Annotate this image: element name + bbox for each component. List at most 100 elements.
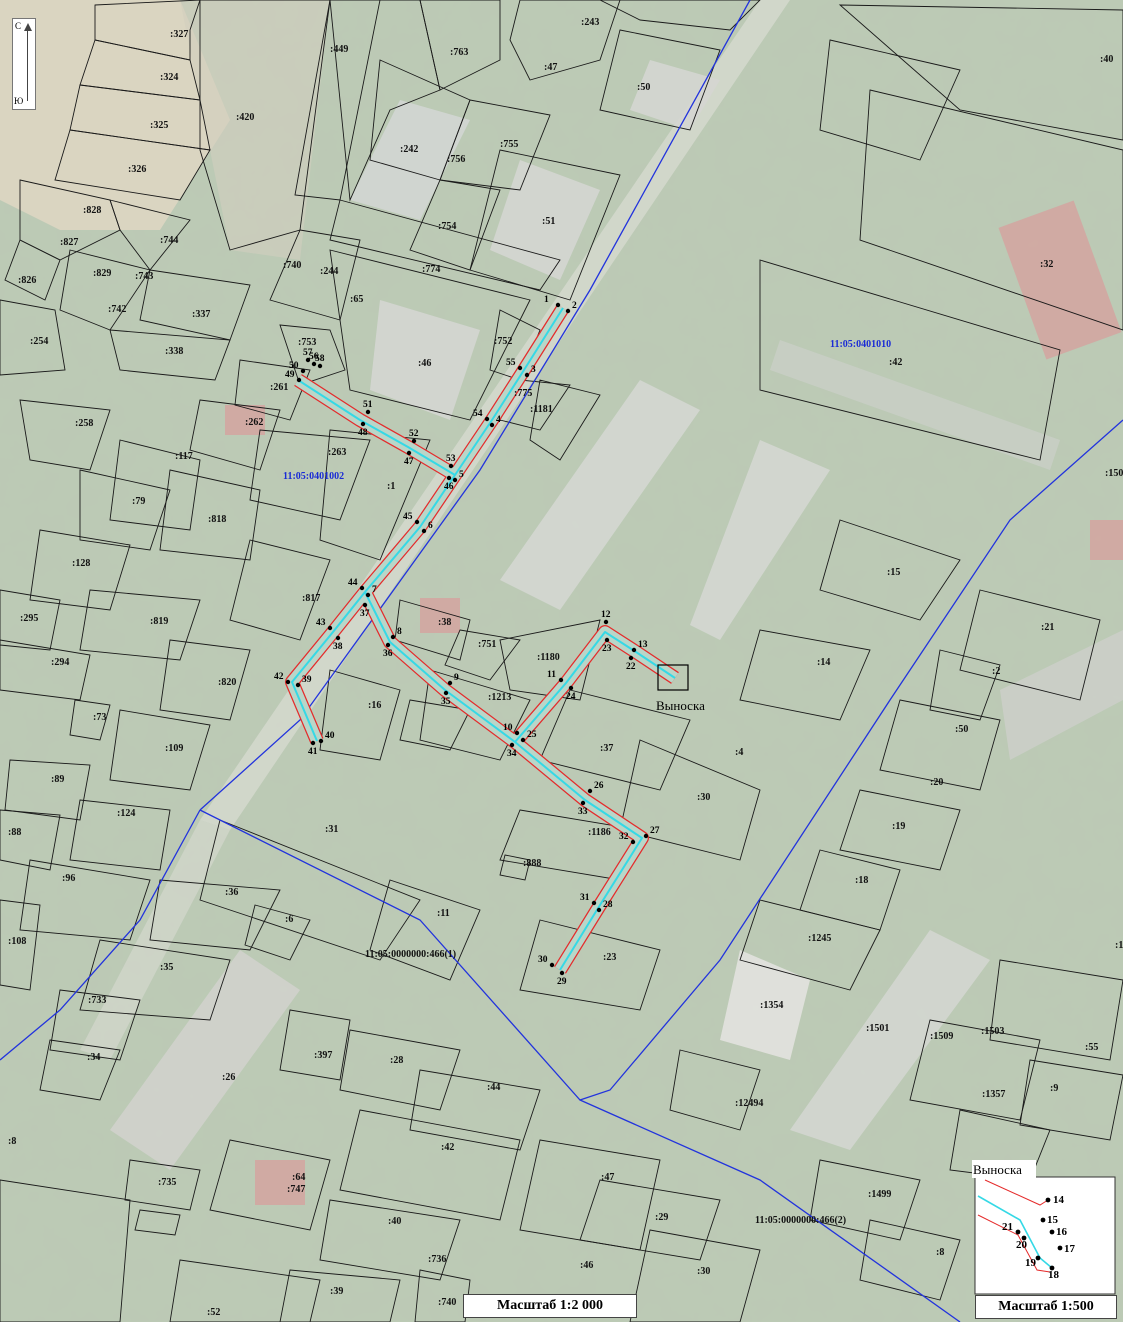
inset-point-label: 21 [1002, 1221, 1013, 1233]
route-point-marker [365, 409, 371, 415]
inset-point-marker [1015, 1229, 1021, 1235]
route-point-label: 44 [348, 578, 358, 588]
parcel-label: :744 [160, 235, 178, 246]
parcel-label: :337 [192, 309, 210, 320]
parcel-label: :32 [1040, 259, 1053, 270]
parcel-label: :73 [93, 712, 106, 723]
quarter-label: 11:05:0401010 [830, 339, 891, 350]
route-point-marker [568, 685, 574, 691]
parcel-label: :254 [30, 336, 48, 347]
inset-point-label: 18 [1048, 1269, 1060, 1281]
route-point-label: 23 [602, 644, 612, 654]
parcel-label: :1504 [1105, 468, 1123, 479]
route-point-marker [587, 788, 593, 794]
parcel-label: :2 [992, 666, 1000, 677]
route-point-marker [390, 634, 396, 640]
route-point-label: 37 [360, 609, 370, 619]
parcel-label: :828 [83, 205, 101, 216]
route-point-label: 3 [531, 365, 536, 375]
route-point-marker [310, 740, 316, 746]
parcel-label: :740 [438, 1297, 456, 1308]
parcel-label: :50 [955, 724, 968, 735]
parcel-label: :117 [175, 451, 193, 462]
parcel-label: :21 [1041, 622, 1054, 633]
parcel-label: :26 [222, 1072, 235, 1083]
parcel-label: :751 [478, 639, 496, 650]
route-point-label: 45 [403, 512, 413, 522]
parcel-label: :747 [287, 1184, 305, 1195]
route-point-marker [317, 363, 323, 369]
route-point-marker [580, 800, 586, 806]
parcel-label: :449 [330, 44, 348, 55]
route-point-marker [385, 642, 391, 648]
parcel-label: :1213 [488, 692, 511, 703]
parcel-label: :31 [325, 824, 338, 835]
route-point-marker [591, 900, 597, 906]
parcel-label: :755 [500, 139, 518, 150]
route-point-marker [305, 357, 311, 363]
route-point-marker [520, 737, 526, 743]
parcel-label: :16 [368, 700, 381, 711]
route-point-label: 25 [527, 730, 537, 740]
inset-point-label: 15 [1047, 1214, 1059, 1226]
north-letter: С [15, 21, 22, 31]
parcel-label: :295 [20, 613, 38, 624]
route-point-label: 9 [454, 673, 459, 683]
parcel-label: :243 [581, 17, 599, 28]
route-point-label: 50 [289, 361, 299, 371]
route-point-marker [565, 308, 571, 314]
route-point-marker [446, 475, 452, 481]
parcel-label: :42 [889, 357, 902, 368]
parcel-label: :742 [108, 304, 126, 315]
route-point-marker [443, 690, 449, 696]
parcel-label: :294 [51, 657, 69, 668]
route-point-label: 28 [603, 900, 613, 910]
parcel-label: :28 [390, 1055, 403, 1066]
route-point-label: 10 [503, 723, 513, 733]
route-point-label: 6 [428, 521, 433, 531]
route-point-marker [360, 421, 366, 427]
route-point-marker [447, 680, 453, 686]
parcel-label: :39 [330, 1286, 343, 1297]
route-point-marker [311, 361, 317, 367]
quarter-label: 11:05:0000000:466(1) [365, 949, 456, 960]
quarter-label: 11:05:0401002 [283, 471, 344, 482]
north-arrow: С Ю [12, 18, 36, 110]
route-point-label: 42 [274, 672, 284, 682]
route-point-label: 12 [601, 610, 611, 620]
route-point-label: 57 [303, 348, 313, 358]
route-point-label: 53 [446, 454, 456, 464]
parcel-label: :826 [18, 275, 36, 286]
parcel-label: :735 [158, 1177, 176, 1188]
quarter-labels: 11:05:0401010 11:05:0401002 11:05:0000000:… [283, 339, 891, 1226]
parcel-label: :736 [428, 1254, 446, 1265]
parcel-label: :820 [218, 677, 236, 688]
route-point-label: 29 [557, 977, 567, 987]
parcel-label: :1499 [868, 1189, 891, 1200]
parcel-label: :775 [514, 388, 532, 399]
route-point-label: 30 [538, 955, 548, 965]
route-point-label: 54 [473, 409, 483, 419]
route-point-marker [517, 365, 523, 371]
route-point-label: 41 [308, 747, 318, 757]
route-point-label: 46 [444, 482, 454, 492]
route-point-label: 4 [496, 415, 501, 425]
parcel-label: :38 [438, 617, 451, 628]
parcel-label: :1354 [760, 1000, 783, 1011]
route-point-marker [559, 970, 565, 976]
route-point-label: 47 [404, 457, 414, 467]
parcel-label: :1357 [982, 1089, 1005, 1100]
route-point-marker [296, 377, 302, 383]
parcel-label: :11 [437, 908, 450, 919]
route-point-marker [604, 637, 610, 643]
parcel-label: :1503 [981, 1026, 1004, 1037]
parcel-label: :818 [208, 514, 226, 525]
parcel-label: :50 [637, 82, 650, 93]
parcel-label: :1509 [930, 1031, 953, 1042]
parcel-label: :752 [494, 336, 512, 347]
parcel-label: :55 [1085, 1042, 1098, 1053]
callout-marker[interactable]: Выноска [656, 664, 705, 713]
parcel-label: :397 [314, 1050, 332, 1061]
parcel-label: :109 [165, 743, 183, 754]
